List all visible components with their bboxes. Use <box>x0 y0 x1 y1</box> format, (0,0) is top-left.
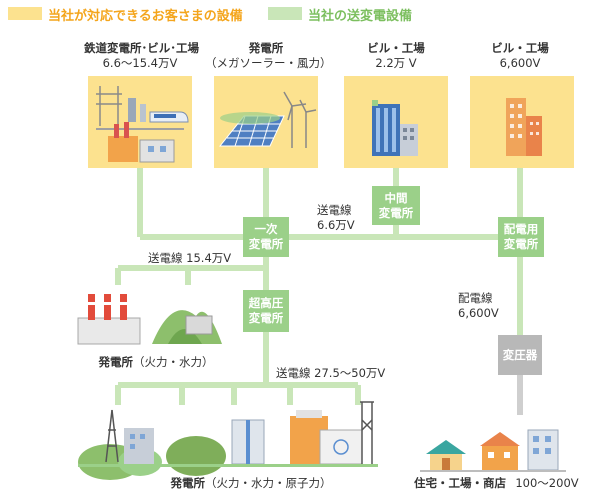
homes-label: 住宅・工場・商店 <box>414 476 506 490</box>
facility-building-6600 <box>470 76 574 168</box>
facility-title: 鉄道変電所･ビル･工場 <box>84 41 199 55</box>
solar-wind-illustration <box>218 91 317 148</box>
line-label-text: 送電線 <box>317 203 352 217</box>
plant-low-label: 発電所（火力・水力・原子力） <box>166 476 336 491</box>
line-label-275kv: 送電線 27.5～50万V <box>276 366 386 380</box>
line-label-66kv: 送電線 6.6万V <box>317 203 355 233</box>
facility-voltage: 6.6～15.4万V <box>102 56 178 70</box>
legend-label-company: 当社の送変電設備 <box>308 9 413 24</box>
facility-solar <box>214 76 318 168</box>
chokoatsu-substation: 超高圧 変電所 <box>243 290 289 332</box>
office-building-illustration <box>506 98 542 156</box>
facility-title: ビル・工場 <box>367 41 425 55</box>
facility-railway <box>88 76 192 168</box>
legend-swatch-customer <box>8 7 42 20</box>
plant-sub: （火力・水力） <box>133 355 214 369</box>
facility-voltage: （メガソーラー・風力） <box>205 56 332 70</box>
plant-mid-label: 発電所（火力・水力） <box>96 355 216 370</box>
line-label-voltage: 6,600V <box>458 306 499 320</box>
line-label-6600v: 配電線 6,600V <box>458 291 499 321</box>
node-line-2: 変電所 <box>503 237 539 251</box>
facility-label-solar: 発電所 （メガソーラー・風力） <box>205 41 332 71</box>
facility-label-railway: 鉄道変電所･ビル･工場 6.6～15.4万V <box>84 41 199 71</box>
building-illustration <box>372 100 418 156</box>
facility-title: ビル・工場 <box>491 41 549 55</box>
node-line-2: 変電所 <box>248 311 284 325</box>
facility-label-building-22: ビル・工場 2.2万 V <box>346 41 446 71</box>
ichiji-substation: 一次 変電所 <box>243 217 289 257</box>
plant-title: 発電所 <box>98 355 134 369</box>
legend-swatch-company <box>268 7 302 20</box>
facility-title: 発電所 <box>248 41 284 55</box>
railway-illustration <box>96 86 189 163</box>
chukan-substation: 中間 変電所 <box>372 186 420 225</box>
homes-voltage: 100～200V <box>515 476 579 490</box>
node-line-2: 変電所 <box>378 205 414 220</box>
line-label-text: 配電線 <box>458 291 493 305</box>
line-label-154kv: 送電線 15.4万V <box>148 251 232 265</box>
node-line-1: 一次 <box>254 222 278 236</box>
node-line-1: 中間 <box>384 190 408 205</box>
facility-voltage: 2.2万 V <box>375 56 417 70</box>
node-line-1: 超高圧 <box>248 296 284 310</box>
plant-title: 発電所 <box>170 476 206 490</box>
haiden-substation: 配電用 変電所 <box>498 217 544 257</box>
transformer: 変圧器 <box>498 335 542 375</box>
plant-sub: （火力・水力・原子力） <box>205 476 332 490</box>
facility-label-building-6600: ビル・工場 6,600V <box>470 41 570 71</box>
line-label-voltage: 6.6万V <box>317 218 355 232</box>
facility-voltage: 6,600V <box>499 56 541 70</box>
node-line-2: 変電所 <box>248 237 284 251</box>
facility-building-22 <box>344 76 448 168</box>
node-line-1: 配電用 <box>503 222 539 236</box>
legend-label-customer: 当社が対応できるお客さまの設備 <box>48 9 243 24</box>
